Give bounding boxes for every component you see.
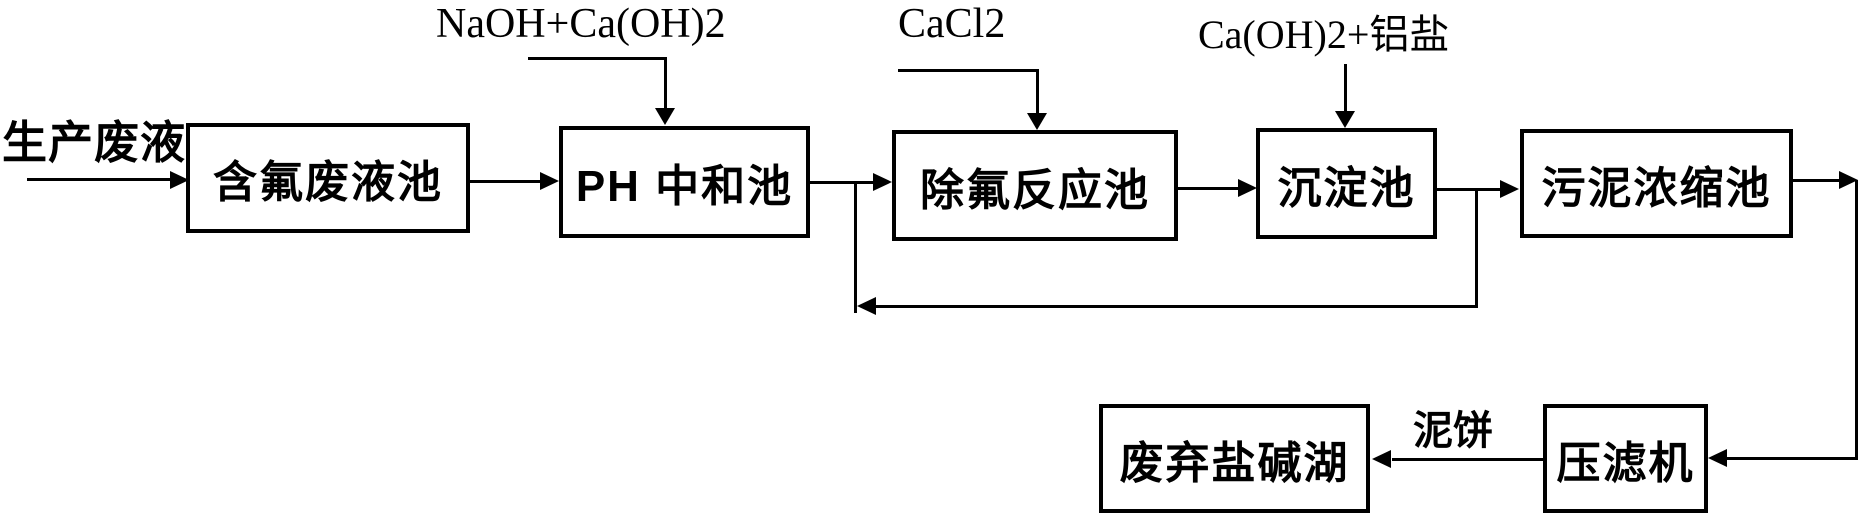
return-line-drop-vline [1475,190,1478,308]
flow-line-press-to-lake [1392,458,1543,461]
naoh-arrowhead-icon [655,108,675,125]
naoh-leader-vline [664,57,667,111]
source-flow-line [27,178,173,181]
cacl2-arrowhead-icon [1027,113,1047,130]
return-line-hline [874,305,1478,308]
box-abandoned-salt-lake: 废弃盐碱湖 [1099,404,1370,513]
arrowhead-into-sludge-icon [1500,180,1519,198]
caoh2-al-arrowhead-icon [1335,111,1355,128]
flow-line-defluorination-to-sedimentation [1178,187,1242,190]
source-stream-label: 生产废液 [2,117,187,168]
mud-cake-label: 泥饼 [1413,409,1493,453]
arrowhead-into-sedimentation-icon [1238,179,1257,197]
flow-line-sedimentation-to-sludge [1437,188,1503,191]
flow-line-sludge-out [1793,179,1847,182]
flow-line-into-filter-press [1727,457,1858,460]
box-fluoride-waste-tank: 含氟废液池 [186,123,470,233]
cacl2-leader-vline [1036,69,1039,116]
arrowhead-into-filter-press-icon [1708,449,1727,467]
cacl2-leader-hline [898,69,1039,72]
arrowhead-sludge-out-icon [1839,171,1858,189]
arrowhead-into-lake-icon [1372,450,1391,468]
arrowhead-into-ph-icon [540,172,559,190]
box-defluorination-reaction-tank: 除氟反应池 [892,130,1178,241]
return-line-riser-vline [854,183,857,313]
reagent-label-cacl2: CaCl2 [898,1,1006,47]
caoh2-al-leader-vline [1344,64,1347,114]
box-ph-neutralization-tank: PH 中和池 [559,126,810,238]
flow-line-fluoride-to-ph [470,180,544,183]
box-filter-press: 压滤机 [1543,404,1708,513]
source-arrowhead-icon [170,171,189,189]
arrowhead-into-defluorination-icon [873,173,892,191]
flow-line-ph-to-defluorination [810,181,876,184]
box-sedimentation-tank: 沉淀池 [1256,128,1437,239]
reagent-label-naoh-caoh2: NaOH+Ca(OH)2 [436,1,726,47]
box-sludge-thickening-tank: 污泥浓缩池 [1520,129,1793,238]
return-arrowhead-icon [857,297,876,315]
naoh-leader-hline [528,57,667,60]
reagent-label-caoh2-aluminum-salt: Ca(OH)2+铝盐 [1198,12,1450,57]
right-side-vline [1855,180,1858,460]
